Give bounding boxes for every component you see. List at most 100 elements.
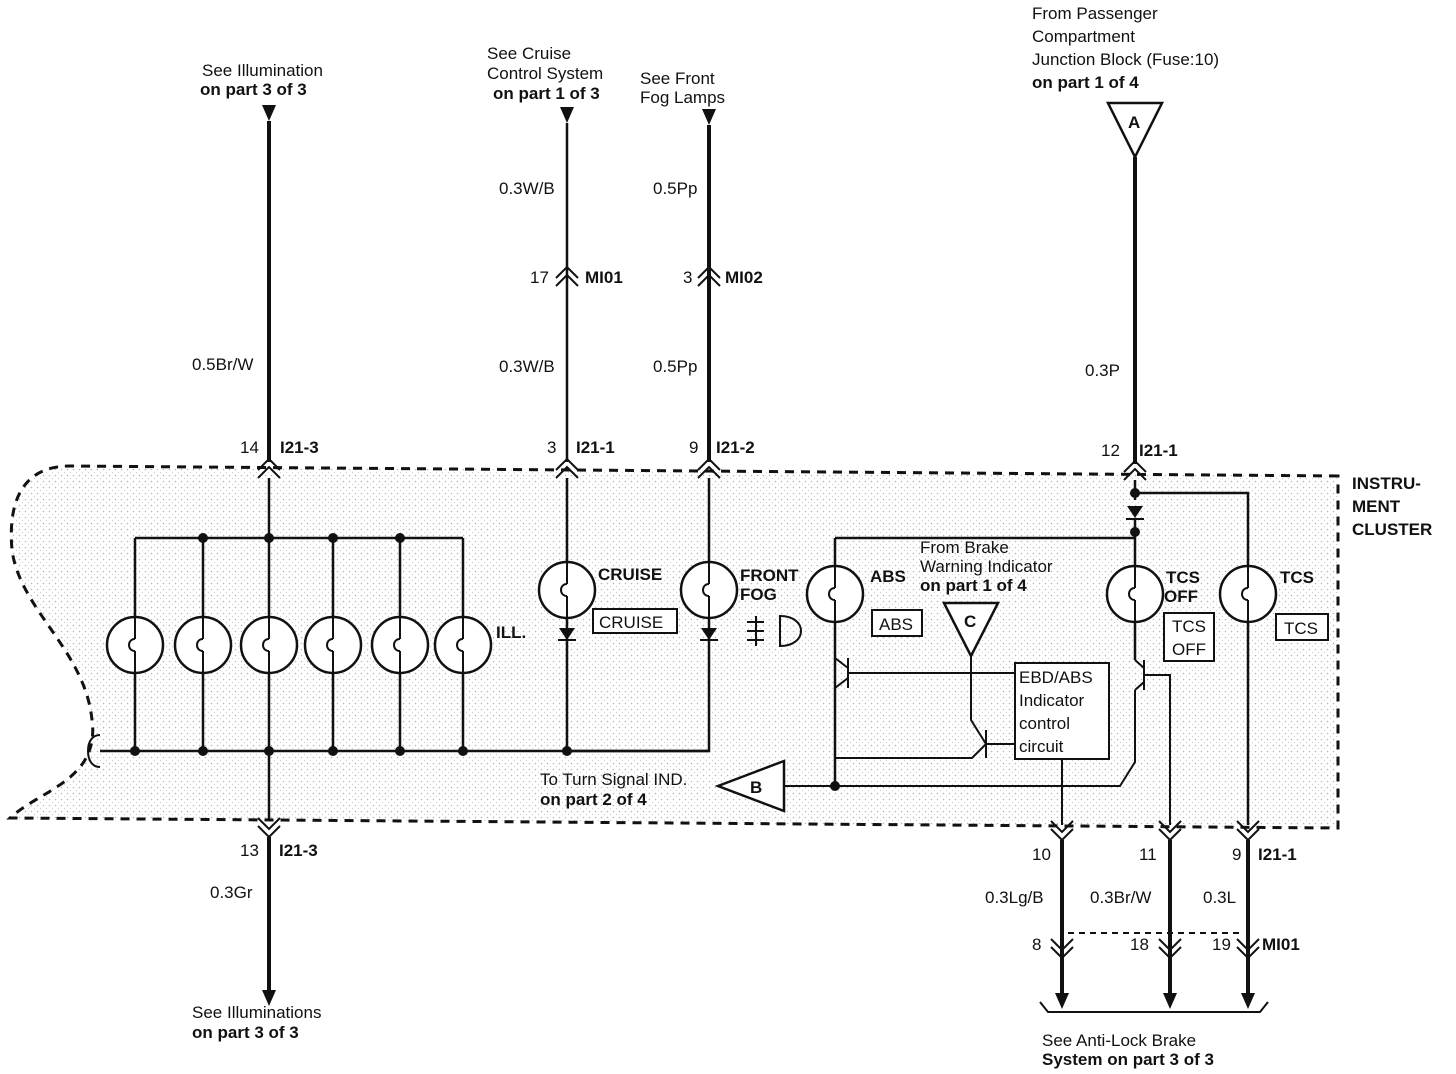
- svg-text:10: 10: [1032, 845, 1051, 864]
- svg-text:System on part 3 of 3: System on part 3 of 3: [1042, 1050, 1214, 1069]
- arrow-fog-in: [702, 109, 716, 125]
- svg-text:CRUISE: CRUISE: [598, 565, 662, 584]
- svg-text:on part 1 of 4: on part 1 of 4: [920, 576, 1027, 595]
- illumination-lamp-bank: ILL.: [86, 478, 709, 768]
- svg-text:To Turn Signal IND.: To Turn Signal IND.: [540, 770, 687, 789]
- svg-text:FRONT: FRONT: [740, 566, 799, 585]
- svg-text:MI02: MI02: [725, 268, 763, 287]
- svg-text:EBD/ABS: EBD/ABS: [1019, 668, 1093, 687]
- svg-text:MI01: MI01: [1262, 935, 1300, 954]
- ref-illumination-top: See Illumination on part 3 of 3: [200, 61, 323, 99]
- svg-text:I21-1: I21-1: [1258, 845, 1297, 864]
- svg-text:0.3L: 0.3L: [1203, 888, 1236, 907]
- connector-mi02: 3 MI02: [683, 265, 763, 287]
- svg-text:OFF: OFF: [1172, 640, 1206, 659]
- svg-text:Junction Block (Fuse:10): Junction Block (Fuse:10): [1032, 50, 1219, 69]
- instrument-cluster-outline: [6, 464, 1340, 830]
- svg-text:0.3Br/W: 0.3Br/W: [1090, 888, 1151, 907]
- svg-text:0.3Lg/B: 0.3Lg/B: [985, 888, 1044, 907]
- svg-text:3: 3: [547, 438, 556, 457]
- front-fog-indicator-lamp: FRONT FOG: [567, 478, 802, 753]
- ref-cruise-control-top: See Cruise Control System on part 1 of 3: [487, 44, 603, 103]
- wire-label-fog-top: 0.5Pp: [653, 179, 697, 198]
- ref-front-fog-top: See Front Fog Lamps: [640, 69, 725, 107]
- fog-lamp-icon: [747, 614, 802, 648]
- svg-text:See Illuminations: See Illuminations: [192, 1003, 321, 1022]
- marker-c: C: [835, 601, 1015, 759]
- ref-passenger-junction-block: From Passenger Compartment Junction Bloc…: [1032, 4, 1219, 92]
- tcs-off-indicator-lamp: TCS OFF TCS OFF: [835, 480, 1250, 825]
- svg-text:on part 1 of 4: on part 1 of 4: [1032, 73, 1139, 92]
- svg-text:TCS: TCS: [1284, 619, 1318, 638]
- ref-brake-warning-indicator: From Brake Warning Indicator on part 1 o…: [920, 538, 1053, 595]
- svg-text:8: 8: [1032, 935, 1041, 954]
- svg-text:17: 17: [530, 268, 549, 287]
- svg-text:A: A: [1128, 113, 1140, 132]
- abs-output-connectors: 10 11 9 I21-1 0.3Lg/B 0.3Br/W 0.3L 8 18 …: [985, 820, 1300, 1013]
- svg-text:circuit: circuit: [1019, 737, 1064, 756]
- illumination-output: 13 I21-3 0.3Gr: [210, 751, 318, 1006]
- svg-text:9: 9: [689, 438, 698, 457]
- svg-text:control: control: [1019, 714, 1070, 733]
- svg-text:OFF: OFF: [1164, 587, 1198, 606]
- tcs-indicator-lamp: TCS TCS: [1218, 564, 1329, 641]
- svg-text:See Cruise: See Cruise: [487, 44, 571, 63]
- svg-text:CRUISE: CRUISE: [599, 613, 663, 632]
- wire-label-fog-mid: 0.5Pp: [653, 357, 697, 376]
- svg-text:Compartment: Compartment: [1032, 27, 1135, 46]
- svg-text:3: 3: [683, 268, 692, 287]
- wire-label-ill-bottom: 0.3Gr: [210, 883, 253, 902]
- svg-text:11: 11: [1139, 845, 1157, 864]
- svg-text:FOG: FOG: [740, 585, 777, 604]
- svg-text:See Front: See Front: [640, 69, 715, 88]
- svg-text:13: 13: [240, 841, 259, 860]
- svg-text:19: 19: [1212, 935, 1231, 954]
- svg-text:B: B: [750, 778, 762, 797]
- svg-text:TCS: TCS: [1172, 617, 1206, 636]
- ref-illuminations-bottom: See Illuminations on part 3 of 3: [192, 1003, 321, 1042]
- svg-text:ABS: ABS: [870, 567, 906, 586]
- svg-text:See Illumination: See Illumination: [202, 61, 323, 80]
- svg-text:12: 12: [1101, 441, 1120, 460]
- svg-text:MENT: MENT: [1352, 497, 1401, 516]
- connector-mi01-top: 17 MI01: [530, 265, 623, 287]
- svg-text:C: C: [964, 612, 976, 631]
- svg-text:CLUSTER: CLUSTER: [1352, 520, 1432, 539]
- ref-anti-lock-brake-bottom: See Anti-Lock Brake System on part 3 of …: [1042, 1031, 1214, 1069]
- svg-text:18: 18: [1130, 935, 1149, 954]
- wire-label-cruise-mid: 0.3W/B: [499, 357, 555, 376]
- svg-text:From Passenger: From Passenger: [1032, 4, 1158, 23]
- ref-turn-signal-indicator: To Turn Signal IND. on part 2 of 4: [540, 770, 687, 809]
- ebd-abs-control-circuit: EBD/ABS Indicator control circuit: [1014, 662, 1110, 825]
- arrow-illumination-in: [262, 105, 276, 121]
- svg-text:on part 2 of 4: on part 2 of 4: [540, 790, 647, 809]
- svg-text:on part 3 of 3: on part 3 of 3: [200, 80, 307, 99]
- svg-text:INSTRU-: INSTRU-: [1352, 474, 1421, 493]
- connector-i21-2-pin9: 9 I21-2: [689, 438, 755, 479]
- svg-text:I21-1: I21-1: [1139, 441, 1178, 460]
- svg-text:ABS: ABS: [879, 615, 913, 634]
- ill-lamp-label: ILL.: [496, 623, 526, 642]
- svg-text:Warning Indicator: Warning Indicator: [920, 557, 1053, 576]
- svg-text:I21-2: I21-2: [716, 438, 755, 457]
- svg-text:MI01: MI01: [585, 268, 623, 287]
- svg-text:Indicator: Indicator: [1019, 691, 1085, 710]
- cruise-indicator-lamp: CRUISE CRUISE: [537, 478, 678, 751]
- marker-b: B: [714, 759, 840, 813]
- svg-text:TCS: TCS: [1280, 568, 1314, 587]
- svg-text:Control System: Control System: [487, 64, 603, 83]
- connector-i21-1-pin12: 12 I21-1: [1101, 441, 1178, 481]
- wire-label-tcs-p: 0.3P: [1085, 361, 1120, 380]
- svg-text:TCS: TCS: [1166, 568, 1200, 587]
- svg-text:See Anti-Lock Brake: See Anti-Lock Brake: [1042, 1031, 1196, 1050]
- svg-text:I21-1: I21-1: [576, 438, 615, 457]
- svg-text:on part 3 of 3: on part 3 of 3: [192, 1023, 299, 1042]
- svg-text:9: 9: [1232, 845, 1241, 864]
- instrument-cluster-label: INSTRU- MENT CLUSTER: [1352, 474, 1432, 539]
- svg-text:I21-3: I21-3: [279, 841, 318, 860]
- connector-i21-3-pin14: 14 I21-3: [240, 438, 319, 479]
- wire-label-ill-top: 0.5Br/W: [192, 355, 253, 374]
- wire-label-cruise-top: 0.3W/B: [499, 179, 555, 198]
- svg-text:on part 1 of 3: on part 1 of 3: [493, 84, 600, 103]
